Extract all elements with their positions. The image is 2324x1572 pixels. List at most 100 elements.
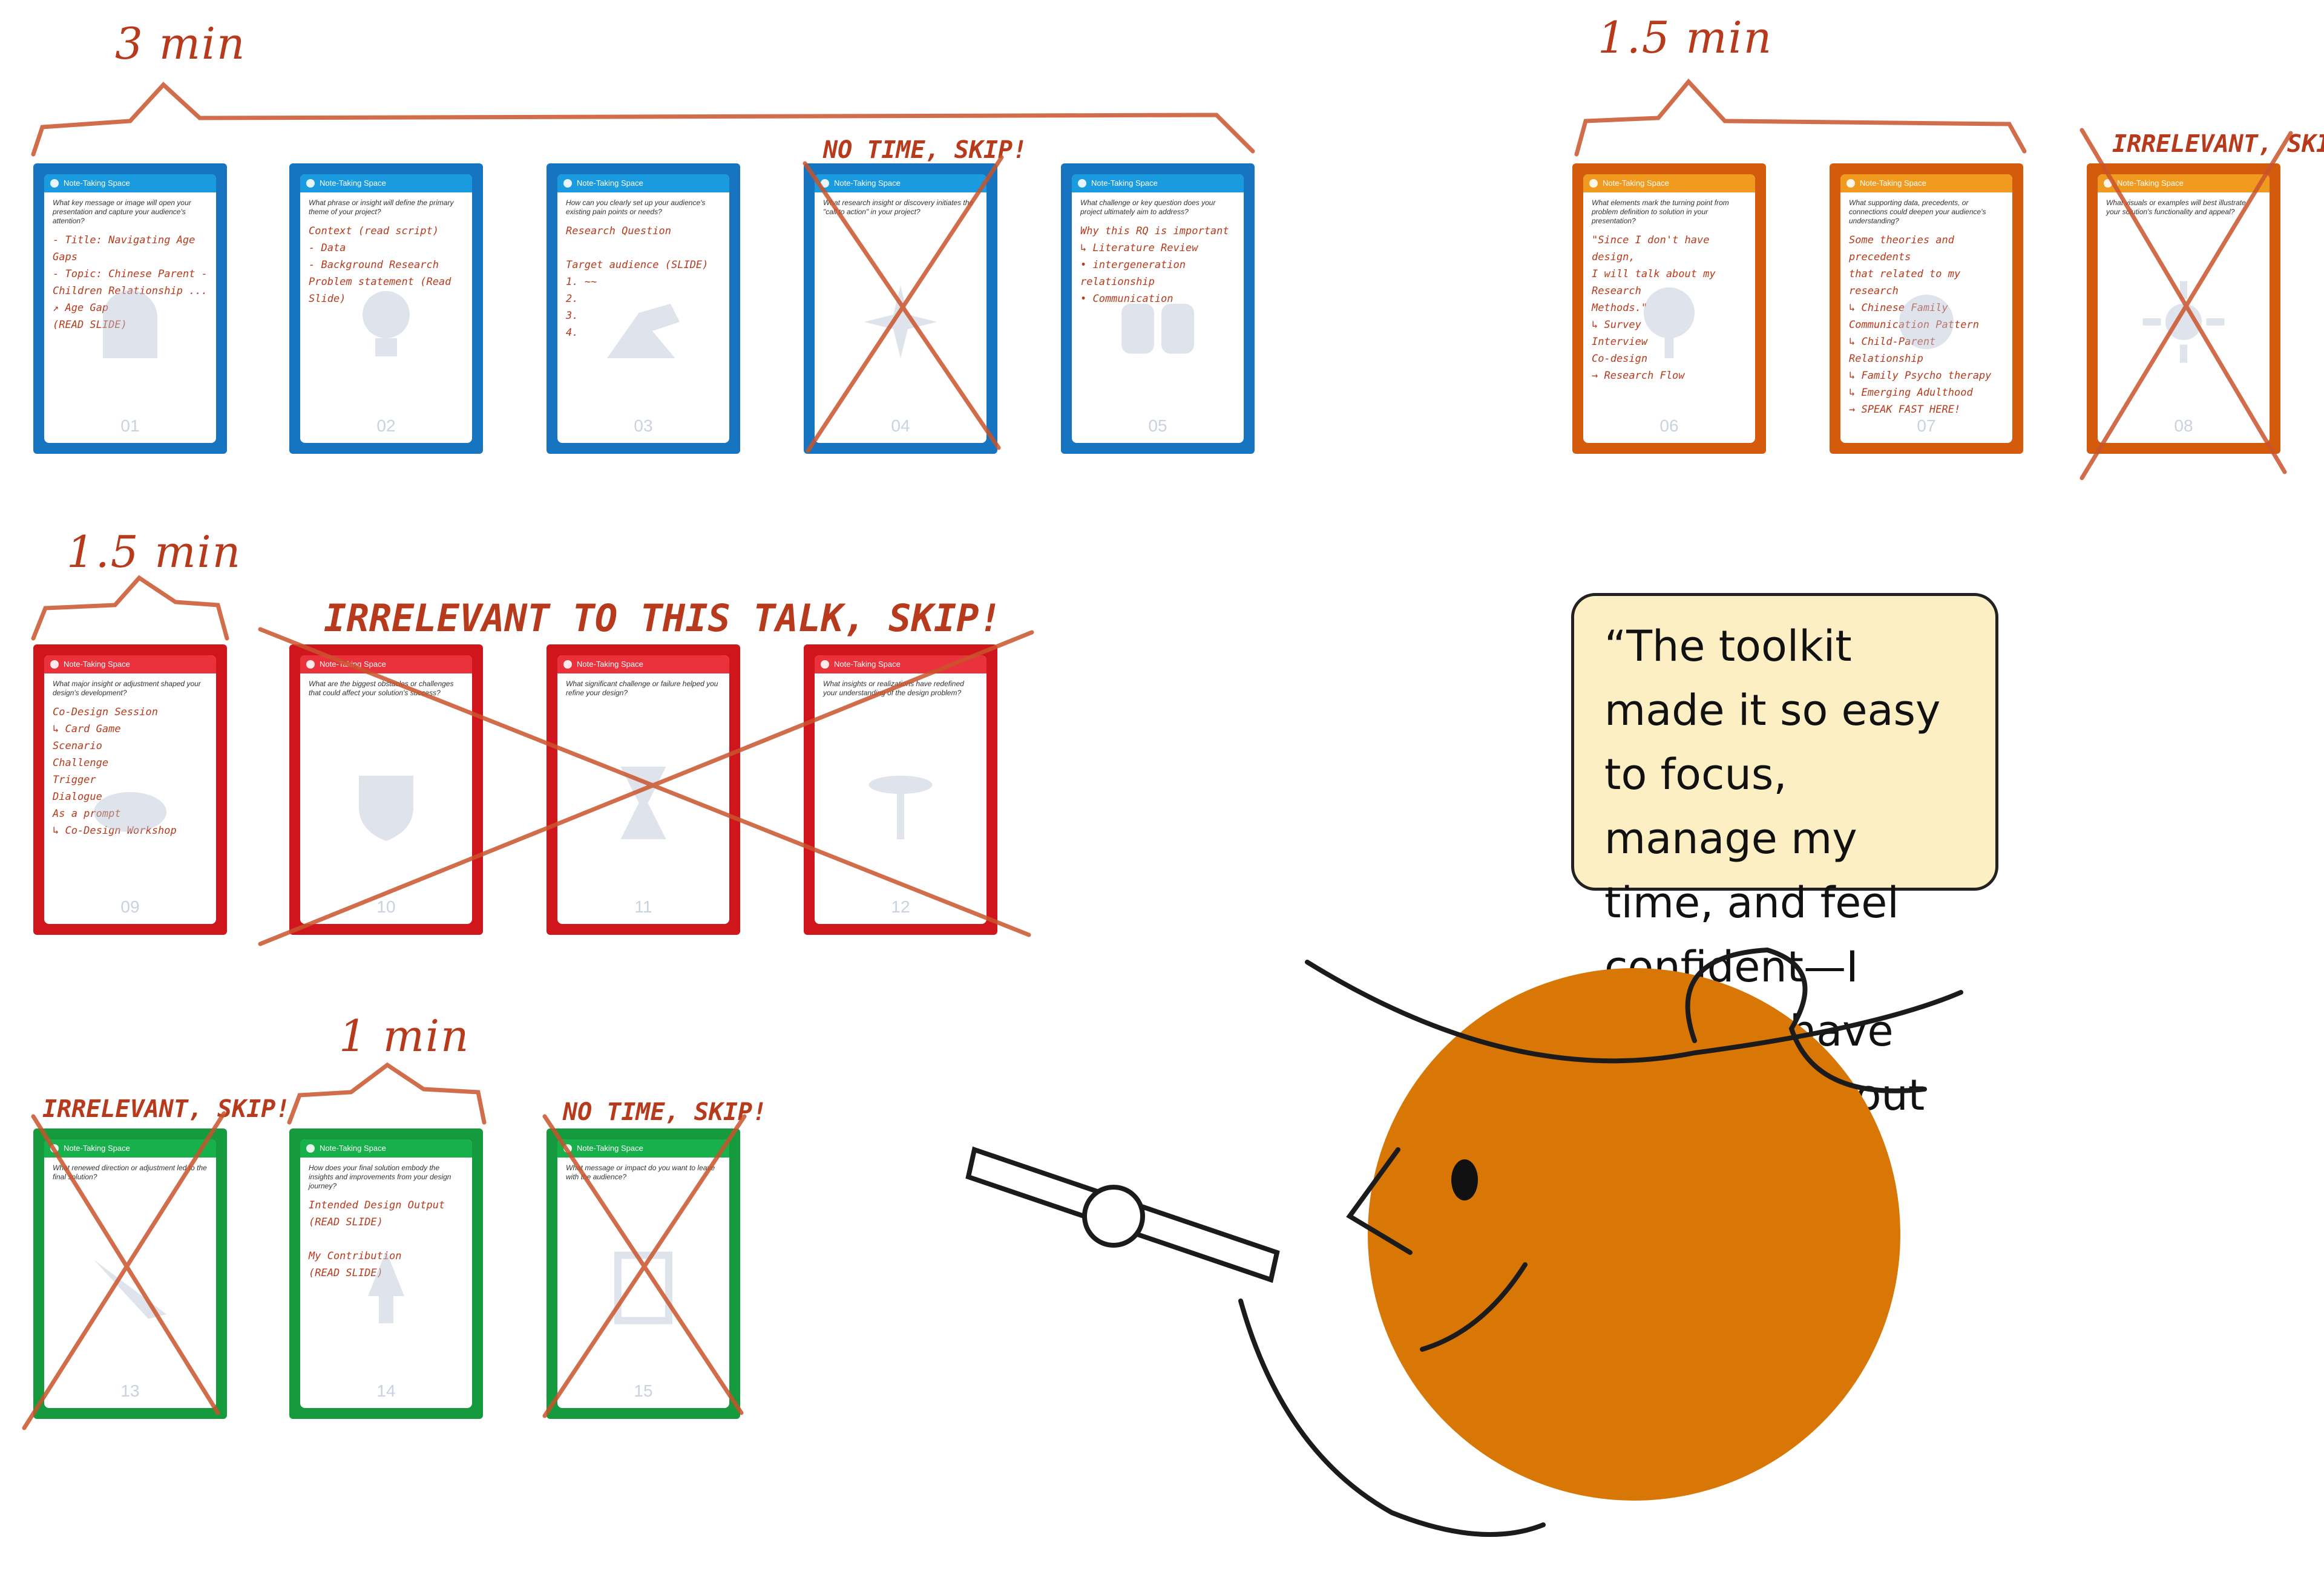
card-question: How can you clearly set up your audience… — [566, 198, 706, 216]
card-header: Note-Taking Space — [2098, 174, 2270, 192]
card-header: Note-Taking Space — [300, 174, 472, 192]
cloud-icon — [94, 792, 166, 833]
bracket-group1 — [31, 82, 1255, 157]
lightbulb-icon — [363, 291, 410, 357]
broken-shield-icon — [359, 776, 413, 842]
card-notes: - Title: Navigating Age Gaps - Topic: Ch… — [53, 234, 208, 331]
skip-label-08: IRRELEVANT, SKIP! — [2112, 130, 2324, 158]
pen-icon — [965, 1146, 1280, 1283]
hourglass-icon — [620, 767, 666, 840]
card-notes: Intended Design Output (READ SLIDE) My C… — [309, 1199, 445, 1279]
card-notes — [2098, 217, 2270, 229]
avatar-arm — [1238, 1299, 1546, 1537]
bracket-group4 — [287, 1062, 487, 1125]
palm-tree-icon — [868, 776, 933, 840]
card-question: What insights or realizations have redef… — [823, 680, 964, 697]
card-notes: Why this RQ is important ↳ Literature Re… — [1080, 225, 1229, 305]
gate-icon — [103, 290, 157, 359]
bracket-group2 — [1574, 78, 2027, 157]
card-question: What significant challenge or failure he… — [566, 680, 718, 697]
avatar-nose — [1346, 1147, 1413, 1255]
card-number: 12 — [891, 897, 910, 916]
card-question: What renewed direction or adjustment led… — [53, 1164, 207, 1181]
tower-icon — [368, 1251, 404, 1324]
card-number: 07 — [1917, 416, 1936, 435]
card-number: 09 — [120, 897, 140, 916]
card-15[interactable]: Note-Taking Space What message or impact… — [547, 1128, 740, 1419]
card-header: Note-Taking Space — [557, 174, 729, 192]
card-question: What elements mark the turning point fro… — [1592, 198, 1729, 225]
card-08[interactable]: Note-Taking Space What visuals or exampl… — [2087, 163, 2280, 454]
card-03[interactable]: Note-Taking Space How can you clearly se… — [547, 163, 740, 454]
card-header: Note-Taking Space — [1072, 174, 1244, 192]
card-14[interactable]: Note-Taking Space How does your final so… — [289, 1128, 483, 1419]
card-question: What key message or image will open your… — [53, 198, 191, 225]
arrow-burst-icon — [94, 1260, 166, 1319]
card-number: 10 — [376, 897, 396, 916]
card-11[interactable]: Note-Taking Space What significant chall… — [547, 644, 740, 935]
skip-label-row2: IRRELEVANT TO THIS TALK, SKIP! — [324, 596, 1002, 640]
card-notes — [44, 1182, 216, 1194]
card-number: 15 — [634, 1381, 653, 1400]
flower-icon — [1899, 295, 1954, 350]
testimonial-quote: “The toolkit made it so easy to focus, m… — [1571, 593, 1998, 1184]
sun-icon — [2142, 281, 2225, 363]
card-02[interactable]: Note-Taking Space What phrase or insight… — [289, 163, 483, 454]
sparkle-icon — [864, 286, 937, 359]
card-number: 01 — [120, 416, 140, 435]
card-number: 04 — [891, 416, 910, 435]
card-notes: Co-Design Session ↳ Card Game Scenario C… — [53, 706, 177, 837]
tree-icon — [1644, 287, 1695, 359]
card-header: Note-Taking Space — [300, 1139, 472, 1158]
card-number: 08 — [2174, 416, 2193, 435]
card-question: What research insight or discovery initi… — [823, 198, 974, 216]
card-10[interactable]: Note-Taking Space What are the biggest o… — [289, 644, 483, 935]
card-notes: "Since I don't have design, I will talk … — [1592, 234, 1716, 382]
card-13[interactable]: Note-Taking Space What renewed direction… — [33, 1128, 227, 1419]
skip-label-04: NO TIME, SKIP! — [823, 136, 1028, 164]
card-05[interactable]: Note-Taking Space What challenge or key … — [1061, 163, 1255, 454]
card-header: Note-Taking Space — [1840, 174, 2012, 192]
card-notes — [815, 217, 986, 229]
card-01[interactable]: Note-Taking Space What key message or im… — [33, 163, 227, 454]
card-header: Note-Taking Space — [815, 174, 986, 192]
card-question: What supporting data, precedents, or con… — [1849, 198, 1986, 225]
card-09[interactable]: Note-Taking Space What major insight or … — [33, 644, 227, 935]
time-label-group4: 1 min — [339, 1010, 470, 1061]
card-header: Note-Taking Space — [815, 655, 986, 673]
time-label-group2: 1.5 min — [1598, 12, 1773, 63]
card-question: What major insight or adjustment shaped … — [53, 680, 201, 697]
card-04[interactable]: Note-Taking Space What research insight … — [804, 163, 997, 454]
skip-label-13: IRRELEVANT, SKIP! — [42, 1095, 290, 1123]
card-question: What visuals or examples will best illus… — [2106, 198, 2246, 216]
time-label-group3: 1.5 min — [67, 526, 242, 577]
card-header: Note-Taking Space — [44, 1139, 216, 1158]
card-header: Note-Taking Space — [1583, 174, 1755, 192]
card-header: Note-Taking Space — [557, 1139, 729, 1158]
card-notes: Research Question Target audience (SLIDE… — [566, 225, 709, 339]
card-notes: Some theories and precedents that relate… — [1849, 234, 1992, 416]
card-notes — [815, 698, 986, 710]
card-number: 03 — [634, 416, 653, 435]
card-number: 13 — [120, 1381, 140, 1400]
card-header: Note-Taking Space — [44, 655, 216, 673]
card-06[interactable]: Note-Taking Space What elements mark the… — [1572, 163, 1766, 454]
card-question: How does your final solution embody the … — [309, 1164, 451, 1190]
card-number: 02 — [376, 416, 396, 435]
card-header: Note-Taking Space — [557, 655, 729, 673]
shield-icon — [614, 1251, 672, 1325]
skip-label-15: NO TIME, SKIP! — [563, 1098, 767, 1126]
card-notes — [300, 698, 472, 710]
card-question: What message or impact do you want to le… — [566, 1164, 715, 1181]
card-header: Note-Taking Space — [44, 174, 216, 192]
card-question: What phrase or insight will define the p… — [309, 198, 454, 216]
card-notes — [557, 1182, 729, 1194]
card-question: What challenge or key question does your… — [1080, 198, 1216, 216]
avatar-eye — [1451, 1159, 1478, 1200]
bracket-group3 — [31, 575, 229, 641]
card-number: 11 — [634, 897, 652, 916]
time-label-group1: 3 min — [115, 18, 246, 69]
card-12[interactable]: Note-Taking Space What insights or reali… — [804, 644, 997, 935]
road-icon — [607, 304, 680, 359]
card-07[interactable]: Note-Taking Space What supporting data, … — [1830, 163, 2023, 454]
